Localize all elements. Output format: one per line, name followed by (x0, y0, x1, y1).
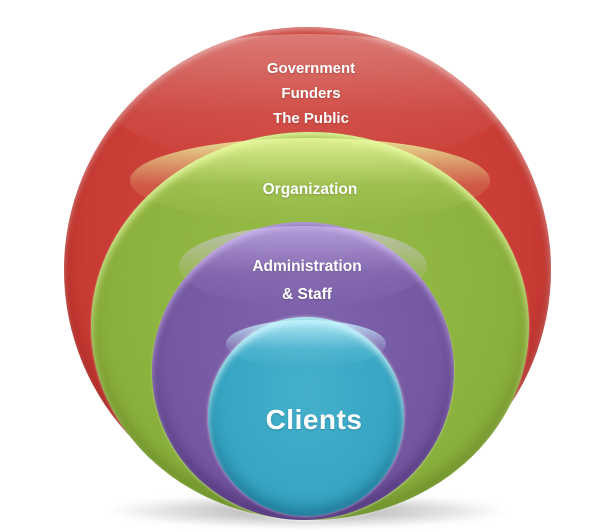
label-line-and-staff: & Staff (282, 286, 332, 303)
label-administration-staff: Administration & Staff (157, 253, 457, 309)
circle-organization (91, 132, 529, 520)
label-organization: Organization (160, 181, 460, 199)
circle-clients (208, 317, 404, 516)
label-government-funders-public: Government Funders The Public (161, 56, 461, 131)
label-line-funders: Funders (281, 85, 341, 102)
label-line-administration: Administration (252, 258, 362, 275)
label-line-organization: Organization (262, 181, 358, 198)
label-line-clients: Clients (265, 404, 363, 435)
label-line-government: Government (266, 60, 356, 77)
label-line-the-public: The Public (273, 110, 349, 127)
label-clients: Clients (164, 404, 464, 436)
